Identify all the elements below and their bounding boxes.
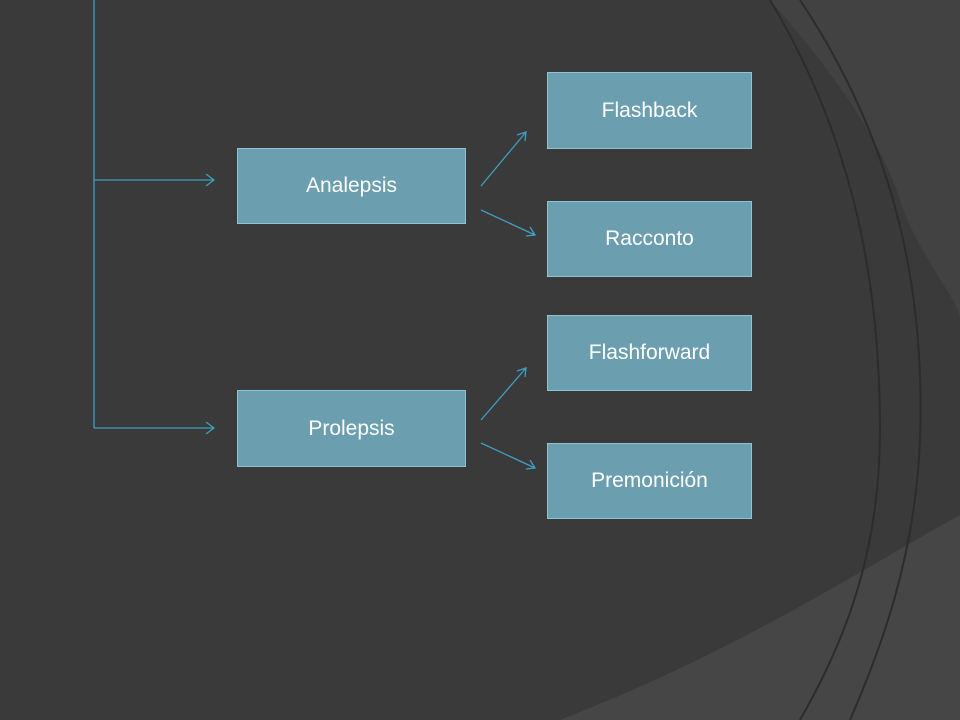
background-shape-top-right (770, 0, 960, 320)
node-racconto: Racconto (547, 201, 752, 277)
node-analepsis: Analepsis (237, 148, 466, 224)
node-flashforward-label: Flashforward (588, 341, 711, 364)
background-arc-inner (799, 0, 922, 720)
background-shape-bottom-right (560, 515, 960, 720)
arrowhead-prolepsis (205, 421, 216, 435)
arrowhead-analepsis (205, 173, 216, 187)
arrowhead-racconto (525, 226, 537, 237)
connector-prolepsis-to-premonicion (480, 442, 536, 469)
node-prolepsis: Prolepsis (237, 390, 466, 467)
arrowhead-premonicion (525, 459, 537, 470)
connector-analepsis-to-racconto (480, 209, 536, 236)
connector-prolepsis-to-flashforward (480, 367, 527, 421)
node-prolepsis-label: Prolepsis (308, 416, 395, 440)
node-premonicion-label: Premonición (591, 469, 708, 492)
background-arc-outer (769, 0, 882, 720)
node-racconto-label: Racconto (605, 227, 694, 250)
node-analepsis-label: Analepsis (305, 174, 398, 197)
node-flashforward: Flashforward (547, 315, 752, 391)
arrowhead-flashforward (516, 367, 527, 378)
node-flashback: Flashback (547, 72, 752, 149)
node-flashback-label: Flashback (601, 98, 698, 122)
arrowhead-flashback (516, 131, 527, 142)
node-premonicion: Premonición (547, 443, 752, 519)
connector-analepsis-to-flashback (480, 131, 527, 187)
